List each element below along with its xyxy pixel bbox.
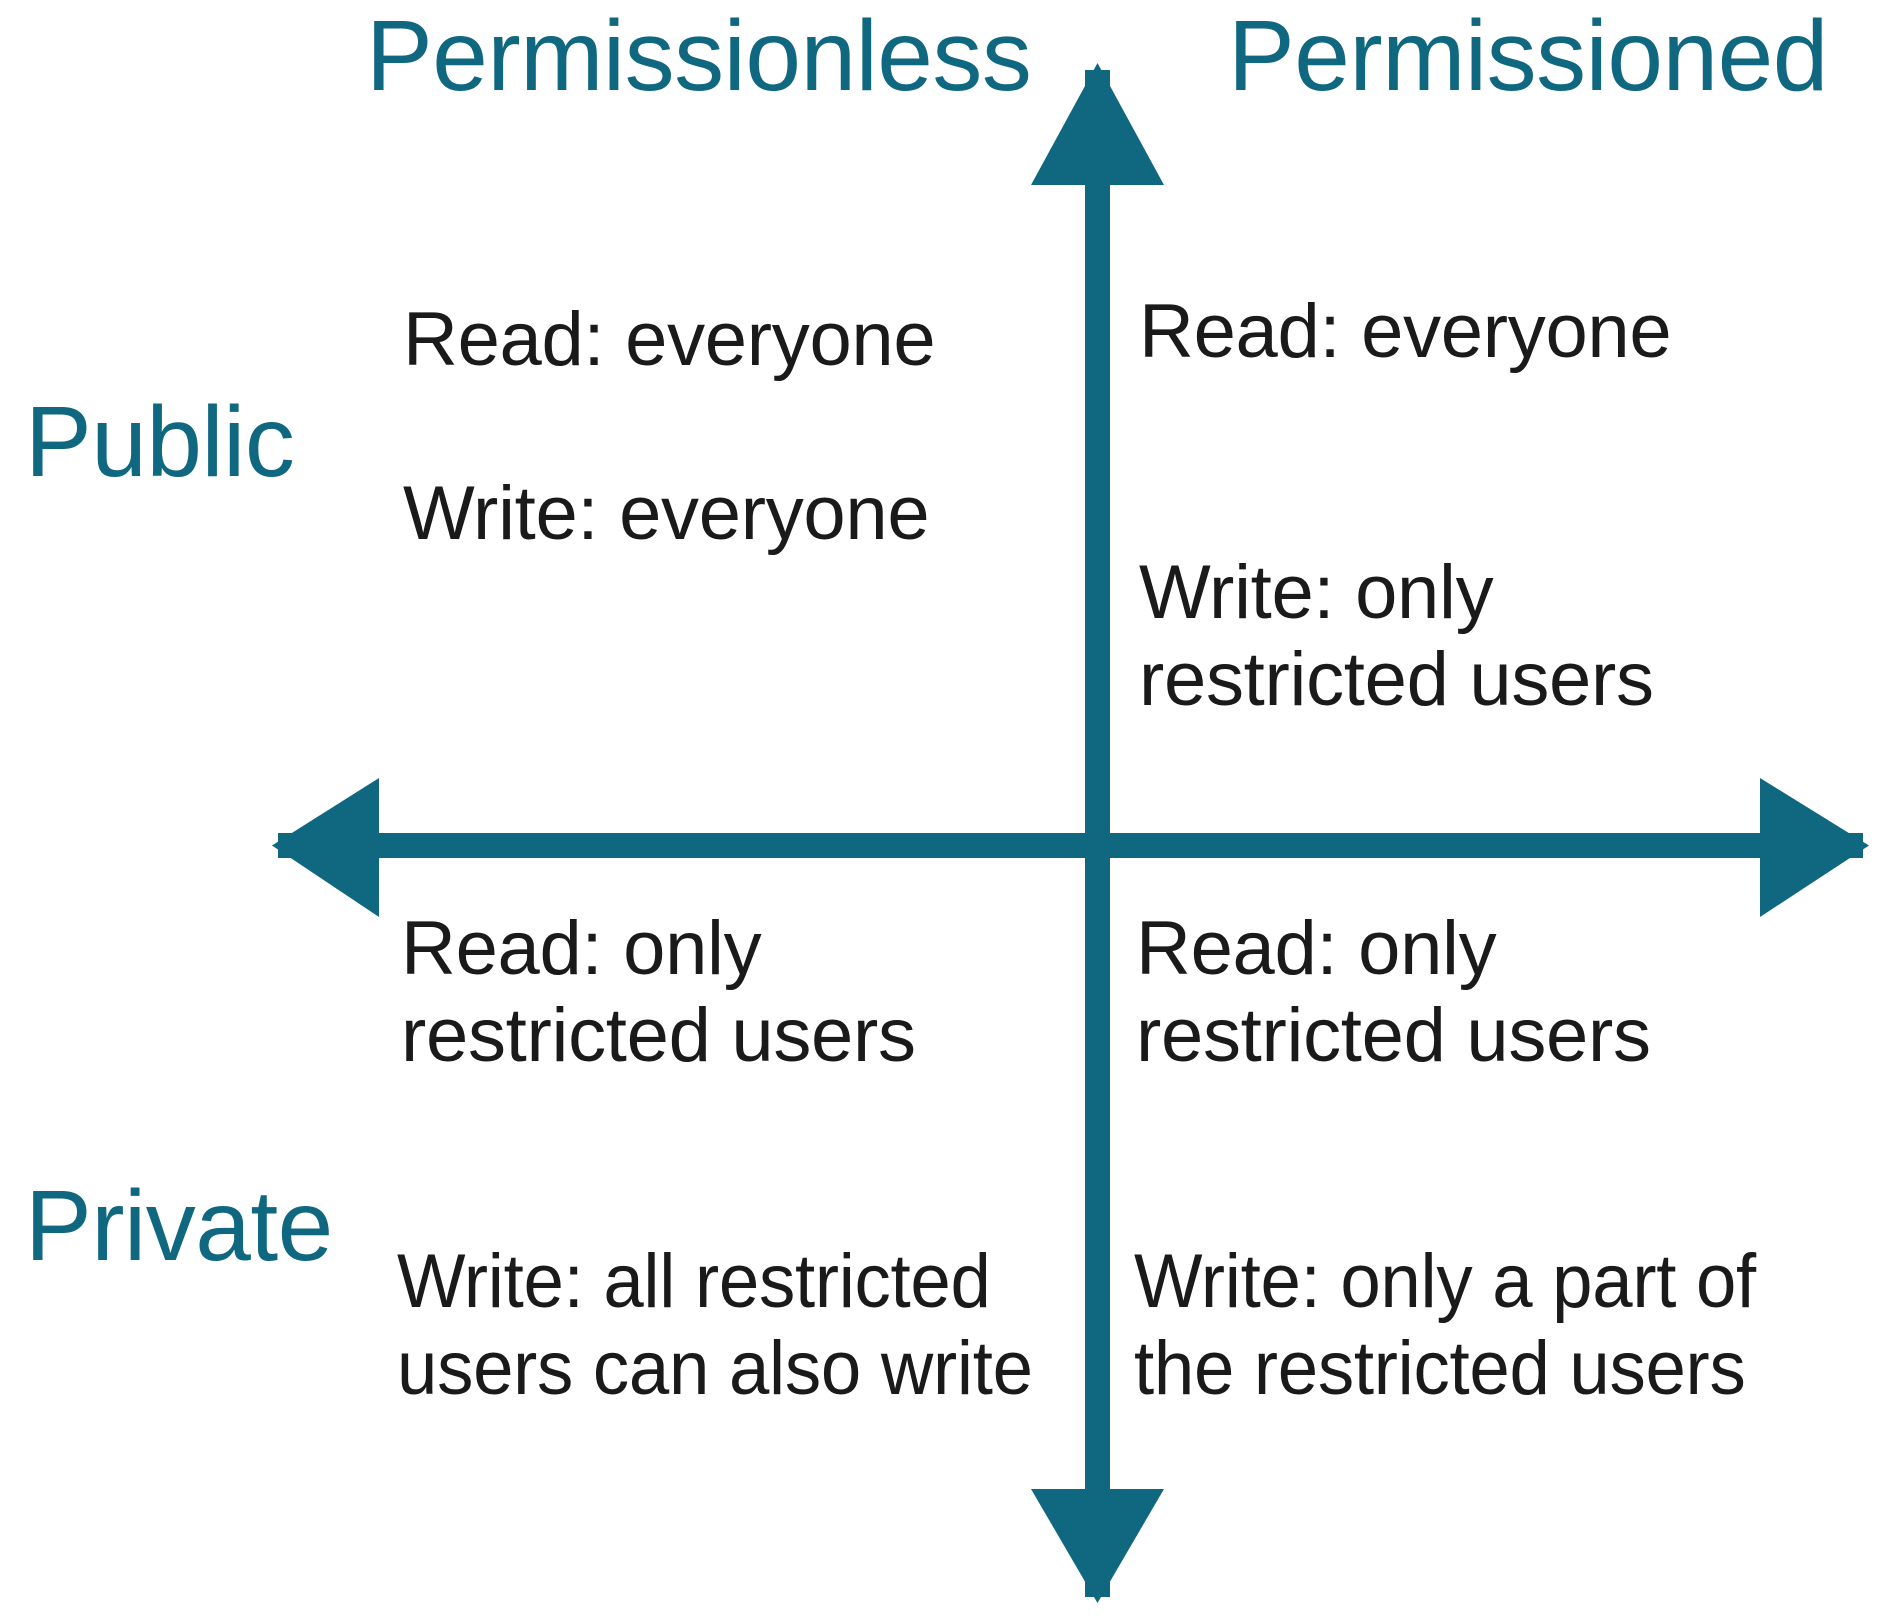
axis-label-permissionless: Permissionless xyxy=(366,0,1032,112)
vertical-axis-shaft xyxy=(1085,70,1110,1597)
axis-arrow-left-icon xyxy=(272,778,379,917)
quadrant-public-permissionless-write: Write: everyone xyxy=(403,471,930,556)
quadrant-private-permissionless-write: Write: all restricted users can also wri… xyxy=(397,1239,1033,1411)
axis-arrow-right-icon xyxy=(1760,778,1869,917)
quadrant-public-permissioned-write: Write: only restricted users xyxy=(1139,550,1654,722)
axis-arrow-up-icon xyxy=(1031,63,1164,185)
quadrant-public-permissionless-read: Read: everyone xyxy=(403,297,936,382)
quadrant-private-permissionless-read: Read: only restricted users xyxy=(401,906,916,1078)
axis-arrow-down-icon xyxy=(1031,1489,1164,1603)
quadrant-private-permissioned-read: Read: only restricted users xyxy=(1136,906,1651,1078)
axis-label-private: Private xyxy=(25,1170,333,1282)
axis-label-public: Public xyxy=(25,386,295,498)
quadrant-public-permissioned-read: Read: everyone xyxy=(1139,289,1672,374)
quadrant-private-permissioned-write: Write: only a part of the restricted use… xyxy=(1134,1239,1756,1411)
horizontal-axis-shaft xyxy=(278,833,1863,858)
axis-label-permissioned: Permissioned xyxy=(1228,0,1828,112)
